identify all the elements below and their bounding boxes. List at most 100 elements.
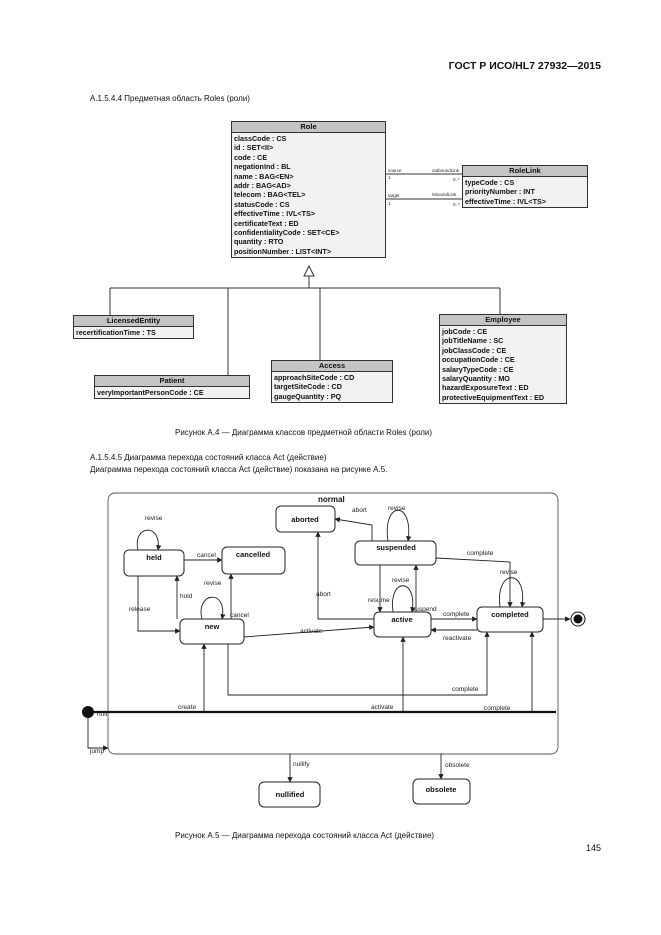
state-nullified-label: nullified <box>276 790 305 799</box>
class-attribute: code : CE <box>234 152 268 162</box>
state-held-label: held <box>146 553 162 562</box>
class-attribute: typeCode : CS <box>465 178 515 187</box>
class-attribute: name : BAG<EN> <box>234 171 294 181</box>
class-licensed-entity: LicensedEntity recertificationTime : TS <box>73 315 194 340</box>
class-attribute: addr : BAG<AD> <box>234 181 291 191</box>
normal-label: normal <box>318 495 345 504</box>
figure-a4-caption: Рисунок А.4 — Диаграмма классов предметн… <box>175 428 433 437</box>
class-attributes: recertificationTime : TS <box>74 327 193 338</box>
label-abort-mid: abort <box>316 591 331 598</box>
class-attribute: confidentialityCode : SET<CE> <box>234 228 340 238</box>
label-create: create <box>178 704 196 711</box>
class-attributes: veryImportantPersonCode : CE <box>95 387 249 398</box>
initial-state-dot <box>82 706 94 718</box>
mult-1b: 1 <box>388 201 391 206</box>
class-attribute: effectiveTime : IVL<TS> <box>465 196 546 206</box>
class-attribute: certificateText : ED <box>234 218 299 228</box>
class-attribute: jobClassCode : CE <box>442 345 507 355</box>
mult-1: 1 <box>388 175 391 180</box>
label-revise-suspended: revise <box>388 505 406 512</box>
state-suspended <box>354 540 437 566</box>
label-hold: hold <box>180 593 193 600</box>
class-attribute: hazardExposureText : ED <box>442 383 529 393</box>
label-revise-new: revise <box>204 580 222 587</box>
class-attribute: statusCode : CS <box>234 199 290 209</box>
class-attribute: id : SET<II> <box>234 143 274 153</box>
target-label: target <box>388 193 400 198</box>
class-title: RoleLink <box>463 166 587 177</box>
class-attribute: protectiveEquipmentText : ED <box>442 392 545 402</box>
final-state-dot <box>573 614 583 624</box>
source-label: source <box>388 168 402 173</box>
label-null: null <box>97 711 108 718</box>
final-state-ring <box>570 611 586 627</box>
inbound-label: inboundLink <box>432 192 457 197</box>
class-attribute: priorityNumber : INT <box>465 187 535 197</box>
state-new-label: new <box>205 622 220 631</box>
label-nullify: nullify <box>293 761 310 768</box>
state-obsolete-label: obsolete <box>426 785 457 794</box>
label-activate-null: activate <box>371 704 394 711</box>
class-attribute: telecom : BAG<TEL> <box>234 190 306 200</box>
mult-0n: 0..* <box>453 177 460 182</box>
state-held <box>123 549 185 577</box>
label-complete-null: complete <box>484 705 511 712</box>
class-attribute: negationInd : BL <box>234 162 291 172</box>
section-text-act: Диаграмма перехода состояний класса Act … <box>90 465 388 474</box>
label-jump: jump <box>89 748 104 755</box>
section-heading-act: A.1.5.4.5 Диаграмма перехода состояний к… <box>90 453 327 462</box>
state-aborted-label: aborted <box>291 515 319 524</box>
class-title: Access <box>272 361 392 372</box>
label-complete-new: complete <box>452 686 479 693</box>
class-attribute: gaugeQuantity : PQ <box>274 391 342 401</box>
page-number: 145 <box>585 843 601 853</box>
state-active-label: active <box>391 615 412 624</box>
class-attribute: effectiveTime : IVL<TS> <box>234 209 315 219</box>
label-obsolete: obsolete <box>445 762 470 769</box>
class-attribute: salaryTypeCode : CE <box>442 364 514 374</box>
class-attribute: jobTitleName : SC <box>442 336 504 346</box>
label-resume: resume <box>368 597 390 604</box>
outbound-label: outboundLink <box>432 168 460 173</box>
class-attribute: jobCode : CE <box>442 327 488 336</box>
label-abort-top: abort <box>352 507 367 514</box>
figure-a5-caption: Рисунок А.5 — Диаграмма перехода состоян… <box>175 831 435 840</box>
section-heading-roles: A.1.5.4.4 Предметная область Roles (роли… <box>90 94 250 103</box>
label-activate-new: activate <box>300 628 323 635</box>
state-suspended-label: suspended <box>376 543 416 552</box>
class-patient: Patient veryImportantPersonCode : CE <box>94 375 250 400</box>
state-completed-label: completed <box>491 610 529 619</box>
label-complete-active: complete <box>443 611 470 618</box>
class-title: Patient <box>95 376 249 387</box>
class-attribute: veryImportantPersonCode : CE <box>97 388 204 397</box>
label-cancel-new: cancel <box>230 612 249 619</box>
class-attribute: salaryQuantity : MO <box>442 374 510 384</box>
document-header: ГОСТ Р ИСО/HL7 27932—2015 <box>448 60 601 72</box>
label-reactivate: reactivate <box>443 635 472 642</box>
class-attribute: positionNumber : LIST<INT> <box>234 246 332 256</box>
mult-0nb: 0..* <box>453 202 460 207</box>
class-title: LicensedEntity <box>74 316 193 327</box>
label-suspend: suspend <box>412 606 437 613</box>
class-attribute: approachSiteCode : CD <box>274 373 355 382</box>
class-attribute: classCode : CS <box>234 134 287 143</box>
label-complete-suspended: complete <box>467 550 494 557</box>
class-title: Employee <box>440 315 566 326</box>
state-cancelled-label: cancelled <box>236 550 271 559</box>
label-revise-held: revise <box>145 515 163 522</box>
label-cancel-held: cancel <box>197 552 216 559</box>
label-revise-active: revise <box>392 577 410 584</box>
class-attribute: recertificationTime : TS <box>76 328 156 337</box>
label-revise-completed: revise <box>500 569 518 576</box>
class-attribute: quantity : RTO <box>234 237 284 247</box>
